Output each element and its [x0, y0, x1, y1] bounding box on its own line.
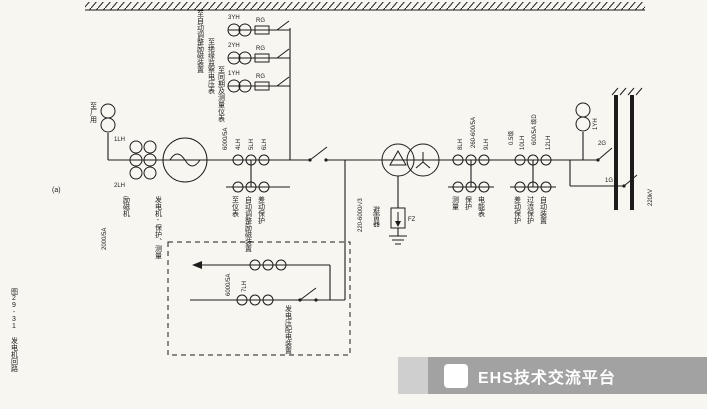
tap-avr-label: 自动调整励磁装置: [245, 195, 253, 252]
pt1-label: 3YH: [228, 15, 240, 21]
branch3-destination: 至同期及测量仪表: [218, 66, 226, 123]
arrester-code: FZ: [408, 217, 416, 223]
bus-voltage-label: 220kV: [648, 189, 654, 206]
tap-energy-label: 电能表: [478, 195, 486, 218]
hv-ct1-rating: 260-600/5A: [471, 117, 477, 148]
watermark-text: EHS技术交流平台: [478, 369, 616, 387]
disconnector1-label: 1G: [605, 178, 613, 184]
figure-caption: 图29-31 发电机回路: [11, 288, 19, 373]
transformer-rating: 220-6000/√3: [357, 198, 364, 232]
exciter-rating: 2000/5A: [102, 228, 108, 250]
ct5-label: 5LH: [249, 139, 255, 150]
sub-figure-label: (a): [52, 187, 61, 194]
excitation-pt-branches: 3YH RG 至自动调整励磁装置 2YH RG 至绝缘监察电压表 1YH RG …: [197, 10, 291, 160]
ground-icon: [389, 235, 407, 245]
stator-ct-rating: 6000/5A: [223, 128, 229, 150]
disconnector2-label: 2G: [598, 141, 606, 147]
box-ct-label: 7LH: [242, 281, 248, 292]
branch2-destination: 至绝缘监察电压表: [208, 38, 216, 95]
generator-symbol: [162, 137, 208, 183]
ct6-label: 6LH: [262, 139, 268, 150]
ct2-label: 2LH: [114, 183, 125, 189]
pt3-label: 1YH: [228, 71, 240, 77]
ct8-label: 8LH: [458, 139, 464, 150]
generator-breaker: [308, 146, 328, 162]
arrester-label: 避雷器: [373, 205, 381, 228]
pt2-label: 2YH: [228, 43, 240, 49]
watermark-bar: EHS技术交流平台: [428, 357, 707, 394]
generator-note: 发电机-保护、测量: [155, 195, 163, 259]
arrester-branch: FZ 避雷器: [373, 176, 416, 245]
box-label: 发电压配电装置: [285, 304, 293, 354]
fuse3-label: RG: [256, 74, 265, 80]
tap-protect-label: 保护: [465, 195, 473, 211]
tap-auto-label: 自动装置: [540, 195, 548, 224]
watermark-logo: [444, 363, 468, 388]
ct1-label: 1LH: [114, 137, 125, 143]
lv-switchgear-box: 7LH 6000/5A 发电压配电装置: [167, 160, 351, 356]
ct12-label: 12LH: [546, 136, 552, 150]
star-winding-icon: [415, 152, 431, 169]
stator-ct-group: 4LH 5LH 6LH 6000/5A 至仪表 自动调整励磁装置 差动保护: [223, 128, 290, 252]
branch1-destination: 至自动调整励磁装置: [197, 10, 205, 73]
bus-pt: 1YH: [575, 102, 599, 160]
tap-diff2-label: 差动保护: [514, 195, 522, 225]
aux-feeder-label: 至厂用: [90, 102, 98, 124]
hv-ct-group-2: 10LH 12LH 600/5A 级D 0.5级 差动保护 过流保护 自动装置: [507, 114, 556, 225]
box-ct-rating: 6000/5A: [226, 274, 232, 296]
generator-wave-icon: [169, 153, 201, 167]
busbar-top-ticks: [611, 87, 643, 96]
pt-branch-2: 2YH RG 至绝缘监察电压表: [208, 38, 290, 95]
exciter-winding: [129, 140, 157, 180]
tap-instrument-label: 至仪表: [232, 196, 240, 218]
tap-diff-label: 差动保护: [258, 195, 266, 225]
ct4-label: 4LH: [236, 139, 242, 150]
tap-measure-label: 测量: [452, 196, 460, 210]
watermark-lead-strip: [398, 357, 428, 394]
exciter-label: 励磁机: [123, 196, 131, 218]
pt-branch-3: 1YH RG 至同期及测量仪表: [218, 66, 290, 123]
pt-branch-1: 3YH RG 至自动调整励磁装置: [197, 10, 290, 73]
busbar-section: 2G 1G 220kV: [569, 87, 654, 210]
generator-section: 至厂用 1LH 2LH 励磁机 2000/5A 发电机-保护、测量 (a): [52, 102, 208, 259]
tap-oc-label: 过流保护: [527, 195, 535, 225]
busbar-1: [614, 95, 618, 210]
bus-pt-label: 1YH: [593, 118, 599, 130]
top-hatch-strip: [85, 2, 645, 11]
fuse2-label: RG: [256, 46, 265, 52]
fuse1-label: RG: [256, 18, 265, 24]
feeder-arrow-icon: [192, 261, 202, 269]
hv-ct2-class: 0.5级: [507, 131, 515, 145]
ct9-label: 9LH: [484, 139, 490, 150]
ct10-label: 10LH: [520, 136, 526, 150]
busbar-2: [630, 95, 634, 210]
hv-ct2-rating: 600/5A 级D: [530, 114, 538, 145]
delta-winding-icon: [389, 149, 407, 166]
hv-ct-group-1: 8LH 9LH 260-600/5A 测量 保护 电能表: [448, 117, 494, 218]
